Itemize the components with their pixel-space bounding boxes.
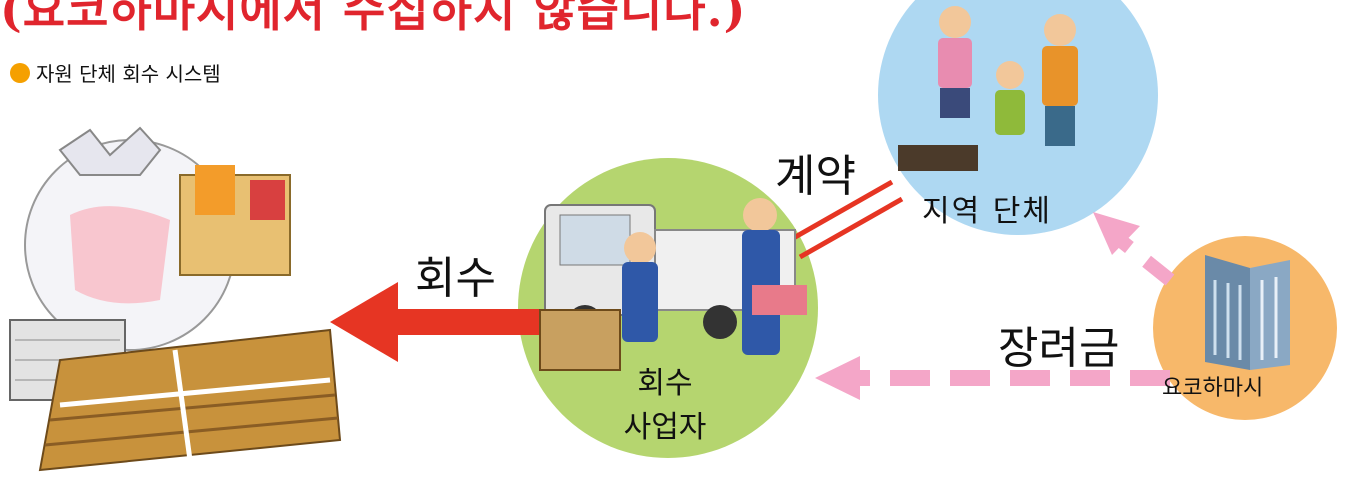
subsidy-arrow-to-group xyxy=(1115,234,1175,286)
community-people-icon xyxy=(898,6,1078,171)
collector-label-bottom: 사업자 xyxy=(623,410,707,445)
collection-label: 회수 xyxy=(415,253,496,304)
subsidy-arrowhead-collector xyxy=(815,356,860,400)
recyclables-illustration-icon xyxy=(9,126,342,472)
subsidy-label: 장려금 xyxy=(998,323,1120,374)
collector-label: 회수 사업자 xyxy=(595,362,735,450)
subtitle-text: 자원 단체 회수 시스템 xyxy=(36,62,221,86)
contract-double-line xyxy=(788,179,904,260)
contract-label: 계약 xyxy=(775,151,856,202)
page-title: (요코하마시에서 수집하지 않습니다.) xyxy=(0,0,747,37)
city-building-icon xyxy=(1205,255,1290,370)
collector-label-top: 회수 xyxy=(637,366,693,401)
bullet-dot-icon xyxy=(10,62,30,83)
collector-workers-icon xyxy=(622,198,807,355)
subsidy-arrowhead-group xyxy=(1093,212,1140,255)
city-label: 요코하마시 xyxy=(1162,376,1264,401)
community-group-label: 지역 단체 xyxy=(922,194,1052,229)
diagram-subtitle: 자원 단체 회수 시스템 xyxy=(10,58,221,87)
